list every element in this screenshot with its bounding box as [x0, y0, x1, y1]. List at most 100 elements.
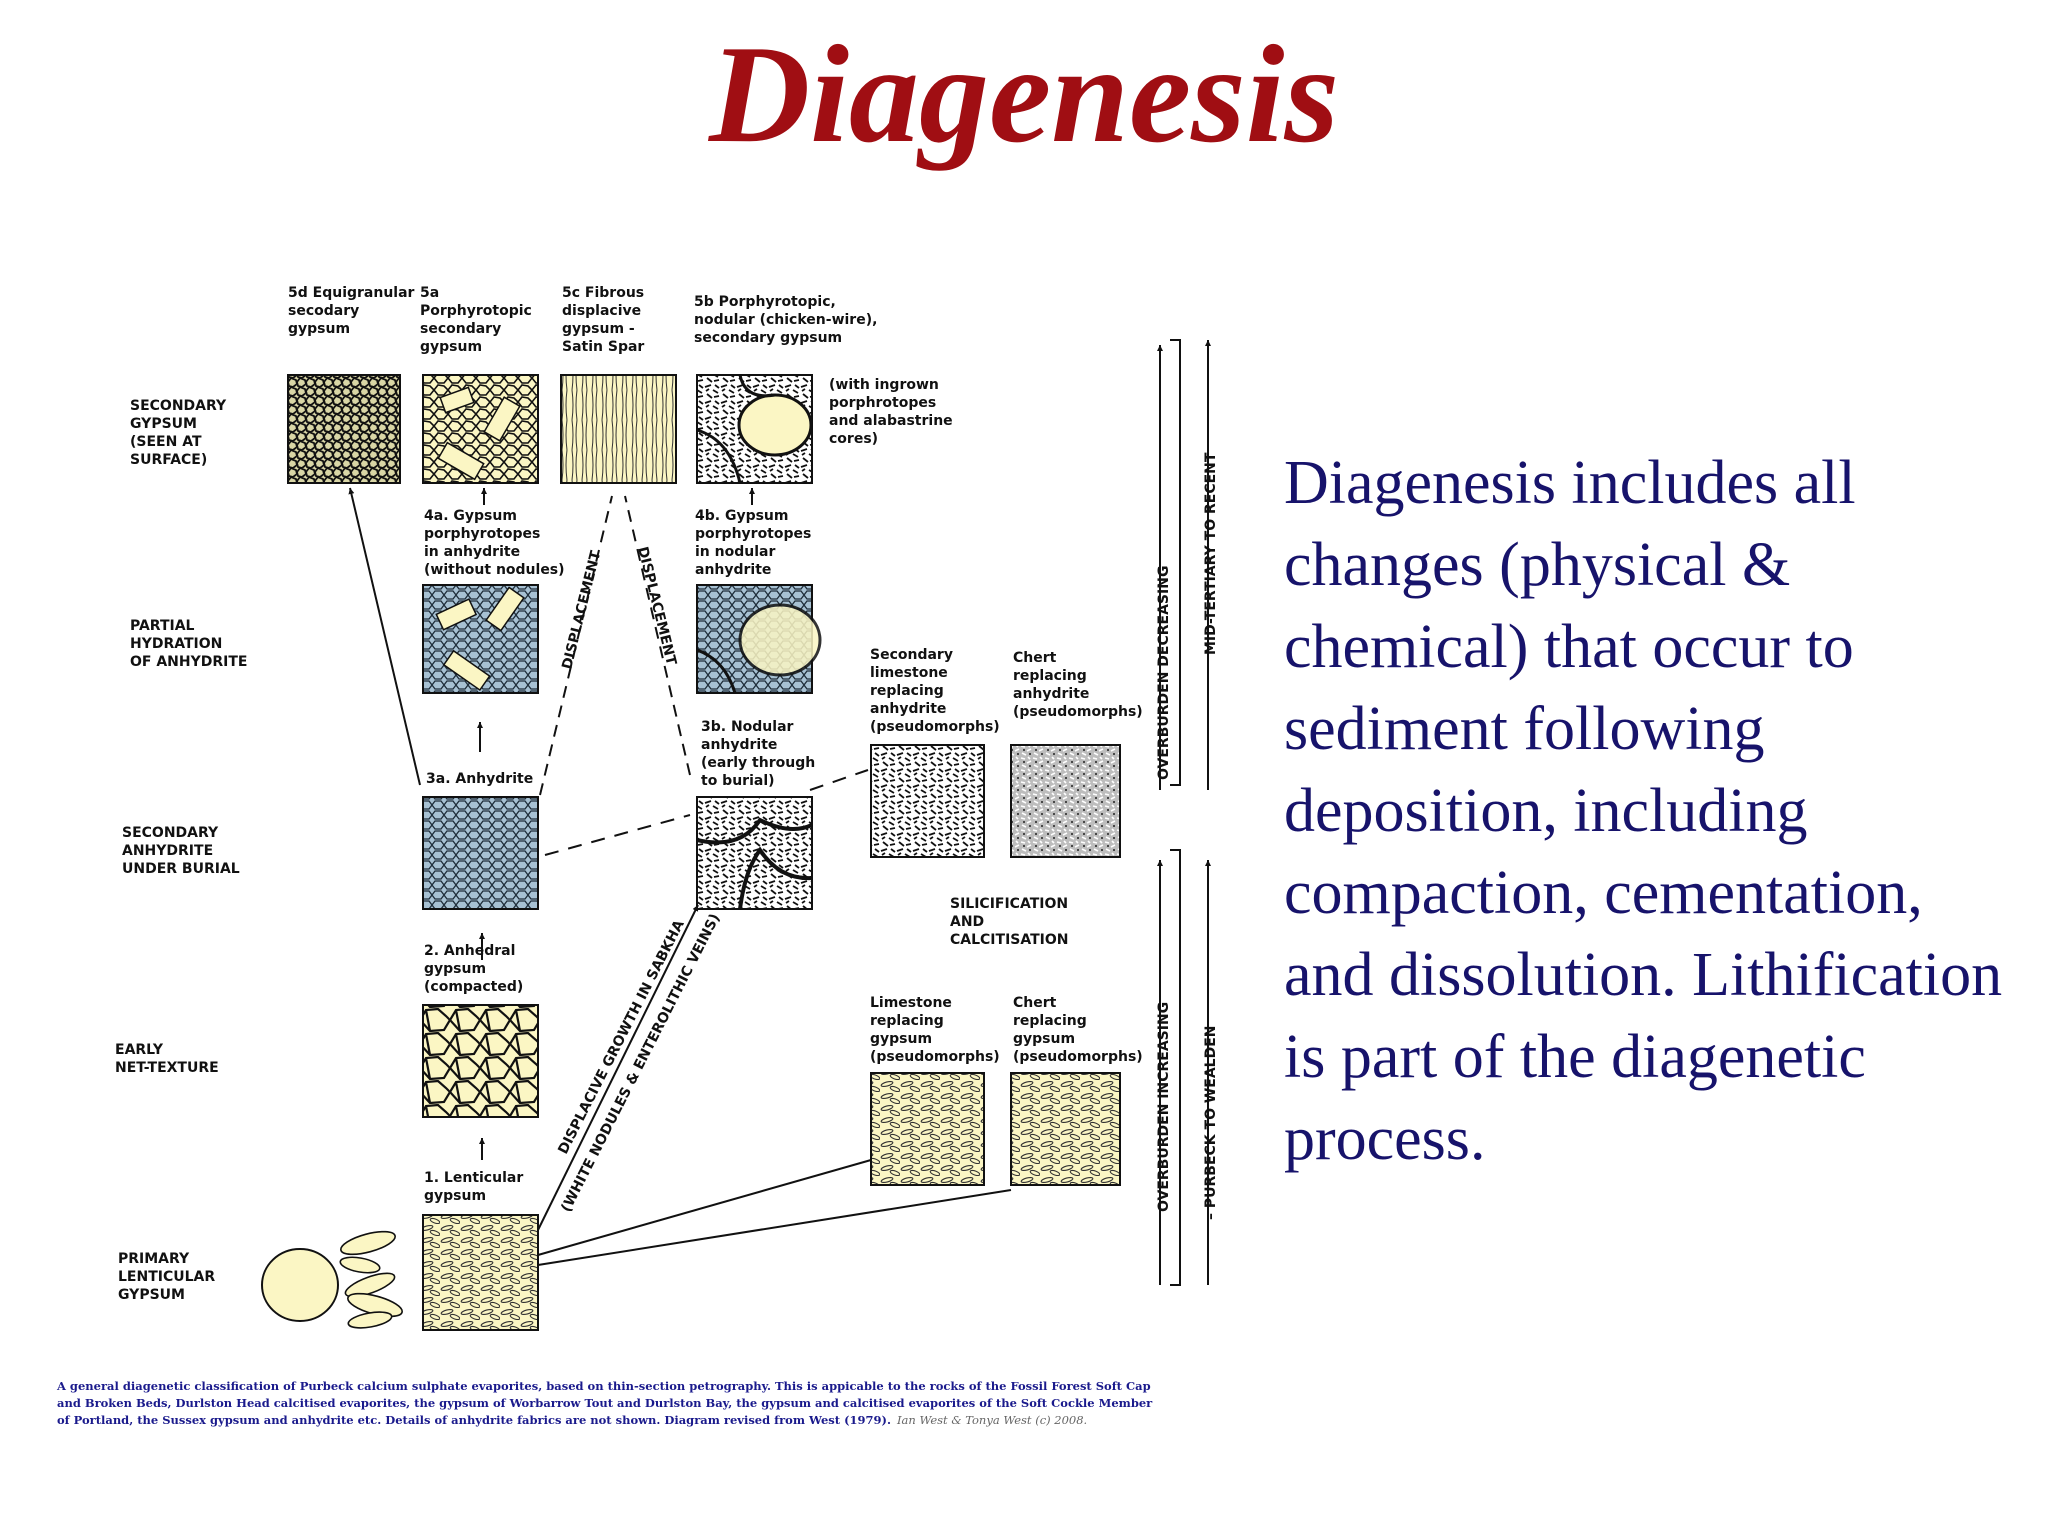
page-title: Diagenesis	[709, 17, 1339, 172]
label-line: anhydrite	[701, 737, 777, 753]
label-line: (with ingrown	[829, 377, 939, 393]
label-4b: 4b. Gypsum porphyrotopes in nodular anhy…	[695, 508, 811, 578]
label-chert-gypsum: Chert replacing gypsum (pseudomorphs)	[1013, 995, 1143, 1065]
box-5b-nodular	[696, 374, 813, 484]
stage-label-line: ANHYDRITE	[122, 843, 213, 859]
dash-3a-to-3b	[544, 814, 691, 856]
label-chert-anhydrite: Chert replacing anhydrite (pseudomorphs)	[1013, 650, 1143, 720]
label-line: 5d Equigranular	[288, 285, 415, 301]
displacement-line-left	[539, 495, 613, 796]
label-line: Porphyrotopic	[420, 303, 532, 319]
label-line: replacing	[870, 683, 944, 699]
stage-label-line: GYPSUM	[118, 1287, 185, 1303]
stage-primary-lenticular: PRIMARY LENTICULAR GYPSUM	[118, 1251, 215, 1303]
stage-label-line: SURFACE)	[130, 452, 207, 468]
label-line: CALCITISATION	[950, 932, 1068, 948]
displacive-growth-label: DISPLACIVE GROWTH IN SABKHA	[555, 918, 687, 1157]
label-line: Chert	[1013, 995, 1057, 1011]
label-line: replacing	[1013, 1013, 1087, 1029]
label-line: secodary	[288, 303, 359, 319]
stage-label-line: NET-TEXTURE	[115, 1060, 219, 1076]
label-1: 1. Lenticular gypsum	[424, 1170, 523, 1204]
mid-tertiary-arrow: MID-TERTIARY TO RECENT	[1203, 340, 1219, 790]
label-line: limestone	[870, 665, 948, 681]
label-line: replacing	[1013, 668, 1087, 684]
label-line: porphrotopes	[829, 395, 936, 411]
dash-3b-to-limestone	[809, 769, 869, 791]
overburden-decreasing-text: OVERBURDEN DECREASING	[1156, 566, 1172, 780]
label-5b: 5b Porphyrotopic, nodular (chicken-wire)…	[694, 294, 877, 346]
arrow-1-to-limestone	[537, 1159, 872, 1256]
label-line: AND	[950, 914, 984, 930]
label-line: replacing	[870, 1013, 944, 1029]
arrow-1-to-3b	[537, 904, 699, 1231]
label-3a: 3a. Anhydrite	[426, 771, 533, 787]
displacement-label-left: DISPLACEMENT	[559, 549, 604, 671]
box-chert-anhydrite	[1010, 744, 1121, 858]
stage-label-line: PARTIAL	[130, 618, 195, 634]
caption-line: and Broken Beds, Durlston Head calcitise…	[57, 1396, 1153, 1410]
label-line: 1. Lenticular	[424, 1170, 523, 1186]
label-line: gypsum	[420, 339, 482, 355]
label-line: to burial)	[701, 773, 775, 789]
stage-secondary-anhydrite: SECONDARY ANHYDRITE UNDER BURIAL	[122, 825, 240, 877]
overburden-increasing-bracket: OVERBURDEN INCREASING	[1156, 849, 1181, 1286]
label-silicification: SILICIFICATION AND CALCITISATION	[950, 896, 1068, 948]
label-line: gypsum	[870, 1031, 932, 1047]
label-line: Chert	[1013, 650, 1057, 666]
arrow-1-to-chert	[537, 1189, 1012, 1266]
label-line: gypsum	[424, 1188, 486, 1204]
label-line: (pseudomorphs)	[870, 719, 1000, 735]
displacement-label-right: DISPLACEMENT	[634, 545, 679, 667]
box-5a-porphyrotopic	[422, 374, 539, 484]
label-line: in anhydrite	[424, 544, 520, 560]
stage-partial-hydration: PARTIAL HYDRATION OF ANHYDRITE	[130, 618, 247, 670]
label-line: (pseudomorphs)	[1013, 704, 1143, 720]
caption-text: of Portland, the Sussex gypsum and anhyd…	[57, 1413, 891, 1427]
box-chert-gypsum	[1010, 1072, 1121, 1186]
stage-label-line: SECONDARY	[130, 398, 227, 414]
stage-label-line: HYDRATION	[130, 636, 222, 652]
overburden-decreasing-bracket: OVERBURDEN DECREASING	[1156, 339, 1181, 790]
label-line: 3b. Nodular	[701, 719, 794, 735]
label-line: and alabastrine	[829, 413, 953, 429]
label-limestone-gypsum: Limestone replacing gypsum (pseudomorphs…	[870, 995, 1000, 1065]
label-line: gypsum -	[562, 321, 635, 337]
label-4a: 4a. Gypsum porphyrotopes in anhydrite (w…	[424, 508, 565, 578]
label-line: anhydrite	[870, 701, 946, 717]
white-nodules-label: (WHITE NODULES & ENTEROLITHIC VEINS)	[558, 911, 723, 1215]
label-line: gypsum	[1013, 1031, 1075, 1047]
purbeck-text: – PURBECK TO WEALDEN	[1203, 1025, 1219, 1220]
label-line: porphyrotopes	[695, 526, 811, 542]
label-line: secondary gypsum	[694, 330, 842, 346]
purbeck-arrow: – PURBECK TO WEALDEN	[1203, 860, 1219, 1285]
label-line: Limestone	[870, 995, 952, 1011]
label-line: in nodular	[695, 544, 775, 560]
box-4a-gypsum-in-anhydrite	[422, 584, 539, 694]
label-line: Secondary	[870, 647, 953, 663]
diagram-caption: A general diagenetic classification of P…	[56, 1379, 1153, 1427]
box-secondary-limestone	[870, 744, 985, 858]
stage-early-net-texture: EARLY NET-TEXTURE	[115, 1042, 219, 1076]
stage-label-line: LENTICULAR	[118, 1269, 215, 1285]
label-line: porphyrotopes	[424, 526, 540, 542]
label-2: 2. Anhedral gypsum (compacted)	[424, 943, 523, 995]
caption-line: A general diagenetic classification of P…	[56, 1379, 1151, 1393]
box-2-anhedral-gypsum	[422, 1004, 539, 1118]
label-line: (pseudomorphs)	[870, 1049, 1000, 1065]
box-3a-anhydrite	[422, 796, 539, 910]
label-line: 5b Porphyrotopic,	[694, 294, 836, 310]
mid-tertiary-text: MID-TERTIARY TO RECENT	[1203, 452, 1219, 655]
label-5d: 5d Equigranular secodary gypsum	[288, 285, 415, 337]
stage-label-line: EARLY	[115, 1042, 164, 1058]
stage-label-line: (SEEN AT	[130, 434, 202, 450]
label-line: 5a	[420, 285, 439, 301]
label-line: Satin Spar	[562, 339, 644, 355]
stage-label-line: PRIMARY	[118, 1251, 190, 1267]
label-line: secondary	[420, 321, 501, 337]
caption-line: of Portland, the Sussex gypsum and anhyd…	[57, 1413, 1087, 1427]
displacement-line-right	[624, 495, 691, 776]
label-line: SILICIFICATION	[950, 896, 1068, 912]
label-5a: 5a Porphyrotopic secondary gypsum	[420, 285, 532, 355]
label-line: 2. Anhedral	[424, 943, 515, 959]
